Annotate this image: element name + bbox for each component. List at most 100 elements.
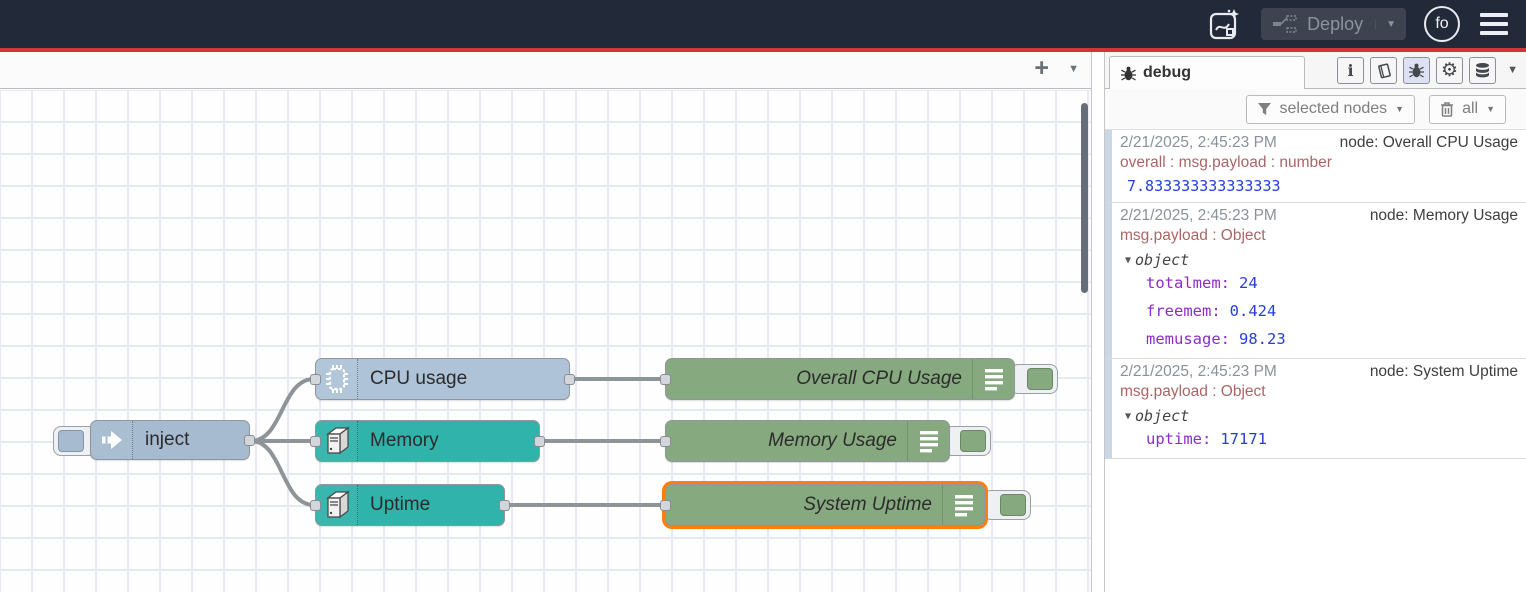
debug-toggle-memory[interactable] — [943, 426, 991, 456]
debug-clear-label: all — [1462, 100, 1479, 117]
debug-uptime-input-port[interactable] — [660, 500, 671, 511]
property-key: uptime: — [1146, 430, 1212, 448]
flow-canvas[interactable]: inject — [0, 90, 1091, 592]
debug-timestamp: 2/21/2025, 2:45:23 PM — [1120, 363, 1277, 380]
add-flow-button[interactable]: + — [1034, 54, 1049, 82]
property-value: 24 — [1239, 274, 1258, 292]
menu-bar — [1480, 31, 1508, 35]
debug-filter-button[interactable]: selected nodes ▼ — [1245, 94, 1416, 124]
inject-trigger-inner — [58, 430, 84, 452]
node-cpu-usage[interactable]: CPU usage — [310, 358, 575, 400]
wire-inject-uptime[interactable] — [249, 439, 316, 507]
deploy-options-caret[interactable]: ▼ — [1375, 18, 1396, 30]
property-key: freemem: — [1146, 302, 1221, 320]
debug-object-row[interactable]: ▼object — [1120, 401, 1520, 425]
wire-inject-cpu[interactable] — [249, 377, 316, 443]
debug-timestamp: 2/21/2025, 2:45:23 PM — [1120, 134, 1277, 151]
menu-bar — [1480, 13, 1508, 17]
uptime-output-port[interactable] — [499, 500, 510, 511]
debug-lines-icon — [972, 359, 1014, 399]
debug-clear-button[interactable]: all ▼ — [1429, 94, 1506, 124]
tab-info-button[interactable]: i — [1337, 57, 1364, 84]
debug-payload-type: msg.payload : Object — [1120, 227, 1266, 244]
debug-message-list: 2/21/2025, 2:45:23 PM node: Overall CPU … — [1105, 129, 1526, 459]
node-label: Memory Usage — [768, 430, 897, 451]
node-label: CPU usage — [370, 368, 468, 389]
flow-list-caret[interactable]: ▼ — [1068, 63, 1079, 75]
node-label: inject — [145, 429, 190, 450]
node-uptime[interactable]: Uptime — [310, 484, 510, 526]
menu-bar — [1480, 22, 1508, 26]
wires-layer — [249, 377, 666, 507]
inject-arrow-icon — [91, 421, 133, 459]
debug-cpu-input-port[interactable] — [660, 374, 671, 385]
debug-message[interactable]: 2/21/2025, 2:45:23 PM node: System Uptim… — [1105, 359, 1526, 459]
memory-output-port[interactable] — [534, 436, 545, 447]
inject-output-port[interactable] — [244, 435, 255, 446]
node-label: Memory — [370, 430, 439, 451]
debug-payload-value[interactable]: 7.833333333333333 — [1127, 177, 1281, 195]
debug-source-node[interactable]: node: Memory Usage — [1369, 207, 1518, 224]
memory-input-port[interactable] — [310, 436, 321, 447]
node-label: Overall CPU Usage — [796, 368, 962, 389]
debug-message[interactable]: 2/21/2025, 2:45:23 PM node: Memory Usage… — [1105, 203, 1526, 359]
sidebar-options-caret[interactable]: ▼ — [1507, 64, 1518, 76]
computer-tower-icon — [316, 485, 358, 525]
flow-assistant-icon[interactable] — [1205, 5, 1243, 43]
sidebar-tab-bar: debug i — [1105, 52, 1526, 89]
cpu-input-port[interactable] — [310, 374, 321, 385]
tab-config-button[interactable]: ⚙ — [1436, 57, 1463, 84]
deploy-button[interactable]: Deploy ▼ — [1261, 8, 1406, 40]
debug-source-node[interactable]: node: System Uptime — [1369, 363, 1518, 380]
debug-toggle-inner — [1027, 368, 1053, 390]
flow-assistant-icon-svg — [1209, 9, 1240, 40]
node-inject[interactable]: inject — [90, 420, 255, 460]
node-debug-overall-cpu[interactable]: Overall CPU Usage — [660, 358, 1015, 400]
debug-message[interactable]: 2/21/2025, 2:45:23 PM node: Overall CPU … — [1105, 130, 1526, 203]
uptime-input-port[interactable] — [310, 500, 321, 511]
tab-help-button[interactable] — [1370, 57, 1397, 84]
debug-source-node[interactable]: node: Overall CPU Usage — [1339, 134, 1518, 151]
node-debug-uptime[interactable]: System Uptime — [660, 484, 985, 526]
canvas-vertical-scrollbar[interactable] — [1081, 103, 1088, 293]
collapse-caret-icon[interactable]: ▼ — [1125, 411, 1132, 422]
node-label: Uptime — [370, 494, 431, 515]
chevron-down-icon: ▼ — [1395, 104, 1405, 114]
debug-message-meta: 2/21/2025, 2:45:23 PM node: Memory Usage — [1120, 207, 1520, 225]
sidebar-panel: debug i — [1104, 52, 1526, 592]
debug-object-property: uptime: 17171 — [1120, 425, 1520, 453]
debug-toggle-cpu[interactable] — [1010, 364, 1058, 394]
debug-toggle-inner — [960, 430, 986, 452]
debug-payload-type: msg.payload : Object — [1120, 383, 1266, 400]
property-value: 0.424 — [1229, 302, 1277, 320]
debug-object-row[interactable]: ▼object — [1120, 245, 1520, 269]
debug-filter-row: selected nodes ▼ all ▼ — [1105, 89, 1526, 129]
property-value: 98.23 — [1239, 330, 1286, 348]
user-avatar-initials: fo — [1435, 15, 1449, 32]
debug-toggle-uptime[interactable] — [983, 490, 1031, 520]
flow-canvas-panel: + ▼ — [0, 52, 1092, 592]
tab-debug-label: debug — [1143, 64, 1191, 81]
property-value: 17171 — [1220, 430, 1267, 448]
cpu-output-port[interactable] — [564, 374, 575, 385]
gear-icon: ⚙ — [1440, 60, 1459, 81]
bug-icon — [1121, 66, 1136, 81]
deploy-button-label: Deploy — [1307, 13, 1364, 34]
flow-tab-bar: + ▼ — [0, 52, 1091, 89]
debug-memory-input-port[interactable] — [660, 436, 671, 447]
user-avatar[interactable]: fo — [1424, 6, 1460, 42]
tab-debug[interactable]: debug — [1109, 56, 1305, 89]
chevron-down-icon: ▼ — [1486, 104, 1495, 114]
debug-message-meta: 2/21/2025, 2:45:23 PM node: Overall CPU … — [1120, 134, 1520, 152]
tab-context-button[interactable] — [1469, 57, 1496, 84]
node-debug-memory[interactable]: Memory Usage — [660, 420, 950, 462]
collapse-caret-icon[interactable]: ▼ — [1125, 255, 1132, 266]
info-icon: i — [1347, 61, 1354, 80]
database-icon — [1476, 63, 1489, 78]
node-memory[interactable]: Memory — [310, 420, 545, 462]
cpu-chip-icon — [316, 359, 358, 399]
debug-toggle-inner — [1000, 494, 1026, 516]
tab-debug-icon-button[interactable] — [1403, 57, 1430, 84]
main-menu-button[interactable] — [1478, 9, 1510, 39]
